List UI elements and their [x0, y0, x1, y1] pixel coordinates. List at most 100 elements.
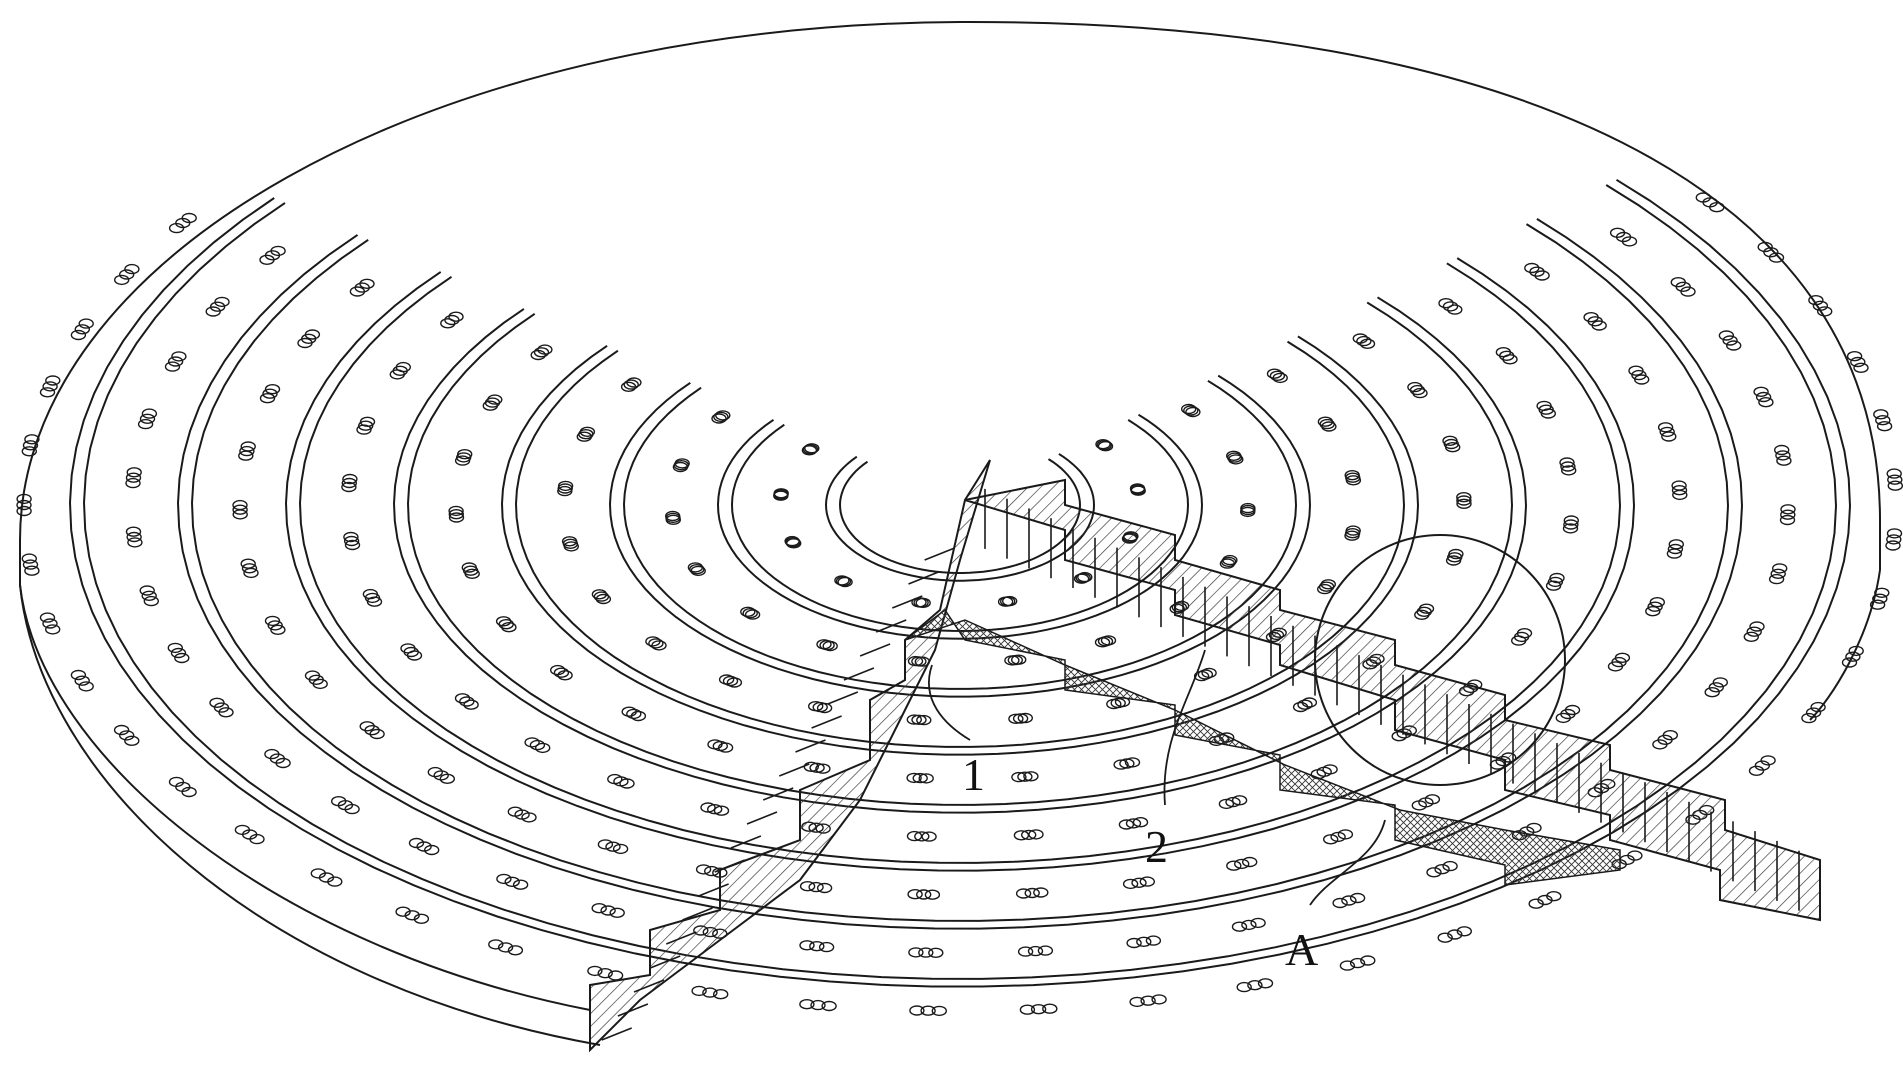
perforation-hole	[344, 539, 361, 551]
perforation-hole	[600, 905, 616, 916]
perforation-hole	[1100, 635, 1117, 646]
perforation-hole	[521, 812, 537, 823]
perforation-hole	[557, 670, 573, 681]
section-rib	[649, 955, 681, 969]
section-rib	[601, 1027, 632, 1041]
perforation-hole	[1771, 563, 1788, 574]
perforation-hole	[921, 831, 937, 842]
perforation-hole	[1560, 461, 1576, 472]
perforation-hole	[1647, 601, 1663, 612]
section-rib	[730, 835, 762, 849]
perforation-hole	[249, 833, 265, 845]
section-rib	[875, 619, 907, 633]
perforation-hole	[1126, 937, 1142, 949]
perforation-hole	[744, 609, 761, 620]
perforation-hole	[448, 509, 464, 520]
perforation-hole	[21, 553, 37, 564]
perforation-hole	[1722, 335, 1738, 346]
perforation-hole	[1456, 926, 1473, 937]
section-rib	[779, 763, 810, 777]
perforation-hole	[1339, 960, 1356, 971]
perforation-hole	[139, 413, 156, 424]
perforation-hole	[267, 620, 283, 631]
perforation-hole	[1185, 406, 1201, 418]
perforation-hole	[626, 708, 642, 720]
perforation-hole	[1886, 534, 1902, 545]
perforation-hole	[341, 477, 357, 489]
perforation-hole	[612, 843, 629, 855]
perforation-hole	[259, 393, 276, 404]
perforation-hole	[619, 778, 635, 789]
perforation-hole	[609, 907, 625, 918]
perforation-hole	[1760, 755, 1776, 766]
perforation-hole	[912, 772, 928, 784]
perforation-hole	[1140, 995, 1156, 1006]
perforation-hole	[501, 622, 517, 633]
perforation-hole	[488, 939, 504, 950]
perforation-hole	[690, 565, 706, 577]
perforation-hole	[630, 710, 647, 722]
perforation-hole	[908, 947, 924, 958]
perforation-hole	[1524, 262, 1540, 274]
perforation-hole	[1695, 192, 1712, 203]
perforation-hole	[1345, 525, 1361, 536]
perforation-hole	[931, 1005, 947, 1017]
perforation-hole	[406, 650, 423, 661]
perforation-hole	[740, 606, 756, 617]
perforation-hole	[1564, 704, 1581, 716]
perforation-hole	[1754, 760, 1771, 771]
perforation-hole	[1240, 502, 1256, 514]
perforation-hole	[416, 841, 432, 852]
perforation-holes	[16, 192, 1903, 1017]
perforation-hole	[1020, 829, 1037, 841]
perforation-hole	[16, 505, 32, 517]
perforation-hole	[804, 443, 820, 454]
perforation-hole	[1845, 651, 1861, 662]
perforation-hole	[1231, 795, 1248, 806]
perforation-hole	[695, 864, 712, 875]
perforation-hole	[312, 678, 328, 690]
perforation-hole	[1671, 485, 1688, 496]
perforation-hole	[524, 737, 540, 748]
perforation-hole	[906, 772, 922, 784]
ring-groove	[392, 296, 1528, 814]
perforation-hole	[124, 735, 140, 746]
perforation-hole	[143, 595, 160, 607]
perforation-hole	[1846, 351, 1863, 362]
perforation-hole	[356, 424, 372, 435]
perforation-hole	[1442, 301, 1459, 312]
perforation-hole	[343, 531, 359, 543]
perforation-hole	[164, 361, 181, 372]
perforation-hole	[1226, 860, 1242, 871]
perforation-hole	[1352, 333, 1369, 344]
perforation-hole	[504, 876, 520, 887]
perforation-hole	[1763, 247, 1779, 258]
perforation-hole	[535, 742, 551, 754]
perforation-hole	[1667, 543, 1684, 555]
perforation-hole	[1028, 829, 1044, 840]
perforation-hole	[124, 263, 140, 275]
perforation-hole	[916, 714, 932, 726]
perforation-hole	[1633, 374, 1650, 385]
perforation-hole	[1151, 994, 1167, 1005]
perforation-hole	[137, 418, 154, 430]
perforation-hole	[1725, 340, 1742, 351]
section-inner-layer	[904, 608, 1621, 886]
perforation-hole	[1201, 667, 1217, 679]
perforation-hole	[1129, 483, 1146, 494]
perforation-hole	[1426, 867, 1442, 878]
perforation-hole	[1027, 945, 1044, 957]
perforation-hole	[816, 702, 833, 714]
ring-groove	[622, 379, 1298, 690]
perforation-hole	[297, 337, 313, 349]
perforation-hole	[1875, 415, 1891, 426]
perforation-hole	[24, 434, 40, 445]
perforation-hole	[1768, 573, 1785, 585]
perforation-hole	[205, 306, 221, 317]
perforation-hole	[1317, 416, 1334, 427]
perforation-hole	[118, 269, 135, 280]
leader-line-2	[1163, 649, 1206, 806]
perforation-hole	[241, 563, 258, 574]
perforation-hole	[1805, 707, 1822, 718]
perforation-hole	[482, 400, 498, 411]
